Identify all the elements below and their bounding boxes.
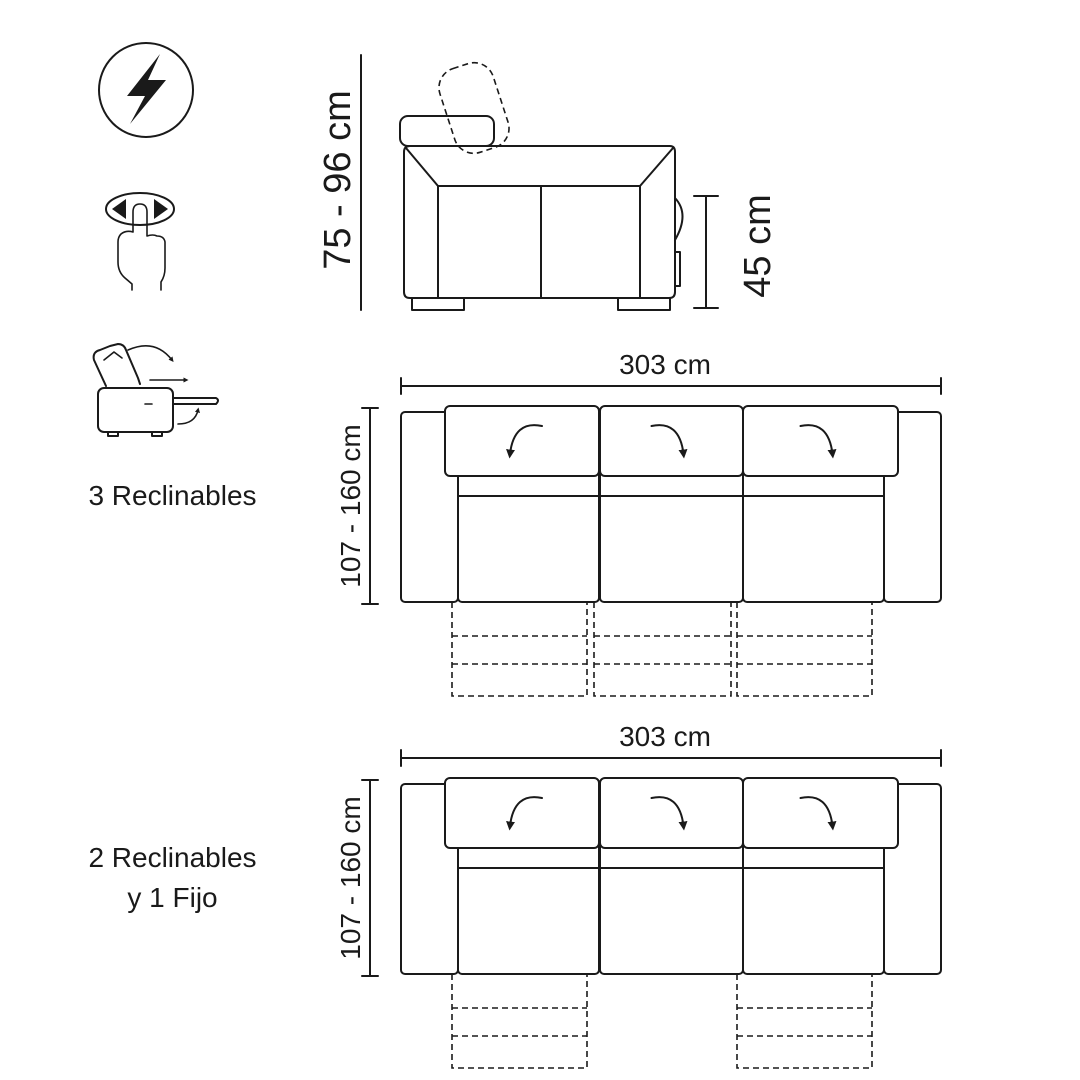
seat-1: [444, 777, 600, 1069]
footrest-extended: [451, 974, 588, 1069]
backrest-cushion: [742, 405, 899, 477]
sofa-side-view: 75 - 96 cm 45 cm: [317, 54, 779, 311]
recline-arrow-icon: [650, 424, 688, 459]
electric-power-icon: [98, 42, 194, 138]
seat-cushion: [599, 468, 744, 603]
seat-2: [593, 405, 744, 697]
seat-cushion: [599, 840, 744, 975]
headrest-lowered: [399, 115, 495, 147]
seat-cushion: [457, 840, 600, 975]
backrest-cushion: [444, 777, 600, 849]
footrest-extended: [451, 602, 588, 697]
backrest-cushion: [599, 405, 744, 477]
width-label: 303 cm: [619, 721, 711, 752]
touch-control-icon: [105, 192, 175, 291]
backrest-cushion: [444, 405, 600, 477]
footrest-extended: [736, 974, 873, 1069]
seat-cushion: [742, 840, 885, 975]
caption-config-2: 2 Reclinables y 1 Fijo: [40, 838, 305, 918]
recline-arrow-icon: [799, 424, 837, 459]
depth-label: 107 - 160 cm: [335, 796, 366, 959]
seat-3: [736, 777, 899, 1069]
top-view-config-2: 303 cm 107 - 160 cm: [335, 721, 942, 1069]
seat-2: [599, 777, 744, 975]
seat-height-label: 45 cm: [737, 194, 779, 297]
caption-line: y 1 Fijo: [127, 882, 218, 913]
recline-arrow-icon: [506, 424, 543, 459]
height-label: 75 - 96 cm: [317, 90, 359, 270]
caption-line: 3 Reclinables: [88, 480, 257, 511]
caption-config-1: 3 Reclinables: [40, 476, 305, 516]
recliner-mechanism-icon: [92, 343, 219, 437]
seat-3: [736, 405, 899, 697]
caption-line: 2 Reclinables: [88, 842, 257, 873]
recline-arrow-icon: [799, 796, 837, 831]
seat-cushion: [457, 468, 600, 603]
seat-cushion: [742, 468, 885, 603]
footrest-extended: [736, 602, 873, 697]
headrest-raised: [438, 61, 510, 155]
backrest-cushion: [599, 777, 744, 849]
footrest-extended: [593, 602, 732, 697]
recline-arrow-icon: [506, 796, 543, 831]
depth-label: 107 - 160 cm: [335, 424, 366, 587]
width-label: 303 cm: [619, 349, 711, 380]
seat-1: [444, 405, 600, 697]
top-view-config-1: 303 cm 107 - 160 cm: [335, 349, 942, 697]
recline-arrow-icon: [650, 796, 688, 831]
backrest-cushion: [742, 777, 899, 849]
